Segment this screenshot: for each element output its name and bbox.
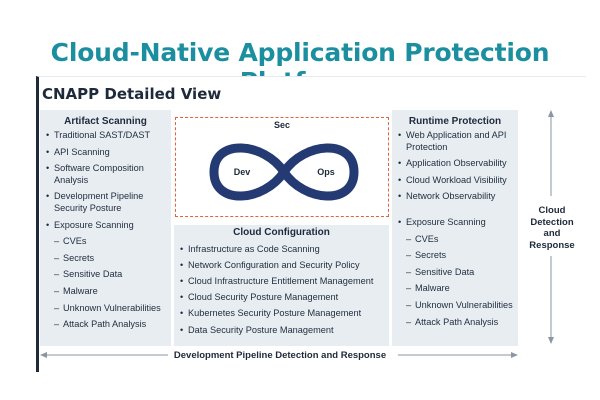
infinity-path xyxy=(209,143,359,201)
devsecops-box: Sec Dev Ops xyxy=(175,117,389,217)
sec-label: Sec xyxy=(273,120,290,130)
diagram-subtitle: CNAPP Detailed View xyxy=(42,85,222,103)
list-item: Data Security Posture Management xyxy=(180,325,389,337)
runtime-protection-heading: Runtime Protection xyxy=(408,116,502,127)
up-arrowhead-icon xyxy=(548,110,554,117)
list-item: Cloud Security Posture Management xyxy=(180,292,389,304)
list-item: CVEs xyxy=(398,234,518,246)
artifact-scanning-column: Artifact Scanning Traditional SAST/DAST … xyxy=(40,110,171,346)
list-item: Secrets xyxy=(398,250,518,262)
list-item: Exposure Scanning xyxy=(46,220,171,232)
list-item: Web Application and API Protection xyxy=(398,130,518,153)
runtime-protection-column: Runtime Protection Web Application and A… xyxy=(392,110,518,346)
list-item: Malware xyxy=(46,286,171,298)
list-item: Attack Path Analysis xyxy=(398,317,518,329)
list-item: Sensitive Data xyxy=(398,267,518,279)
list-item: Sensitive Data xyxy=(46,269,171,281)
list-item: Unknown Vulnerabilities xyxy=(46,303,171,315)
list-item: Network Configuration and Security Polic… xyxy=(180,260,389,272)
infinity-loop-icon: Dev Ops xyxy=(209,143,359,201)
list-item: Software Composition Analysis xyxy=(46,163,171,186)
right-arrowhead-icon xyxy=(511,352,518,358)
cloud-configuration-list: Infrastructure as Code Scanning Network … xyxy=(174,244,389,337)
cloud-configuration-heading: Cloud Configuration xyxy=(233,227,330,238)
dev-label: Dev xyxy=(234,167,251,177)
list-item: Attack Path Analysis xyxy=(46,319,171,331)
list-item: Traditional SAST/DAST xyxy=(46,130,171,142)
list-item: Secrets xyxy=(46,253,171,265)
cloud-configuration-column: Cloud Configuration Infrastructure as Co… xyxy=(174,225,389,346)
left-arrowhead-icon xyxy=(40,352,47,358)
list-item: CVEs xyxy=(46,236,171,248)
list-item: Unknown Vulnerabilities xyxy=(398,300,518,312)
list-item: Exposure Scanning xyxy=(398,217,518,229)
down-arrowhead-icon xyxy=(548,337,554,344)
pipeline-detection-label: Development Pipeline Detection and Respo… xyxy=(173,350,387,361)
list-item: Cloud Infrastructure Entitlement Managem… xyxy=(180,276,389,288)
list-item: Network Observability xyxy=(398,191,518,203)
list-item: Application Observability xyxy=(398,158,518,170)
list-item: Malware xyxy=(398,283,518,295)
list-item: Kubernetes Security Posture Management xyxy=(180,308,389,320)
list-item: Development Pipeline Security Posture xyxy=(46,191,171,214)
artifact-scanning-list: Traditional SAST/DAST API Scanning Softw… xyxy=(40,130,171,331)
list-item: API Scanning xyxy=(46,147,171,159)
runtime-protection-list: Web Application and API Protection Appli… xyxy=(392,130,518,328)
list-item: Cloud Workload Visibility xyxy=(398,175,518,187)
ops-label: Ops xyxy=(317,167,335,177)
cloud-detection-label: Cloud Detection and Response xyxy=(529,205,575,251)
artifact-scanning-heading: Artifact Scanning xyxy=(64,116,147,127)
list-item: Infrastructure as Code Scanning xyxy=(180,244,389,256)
